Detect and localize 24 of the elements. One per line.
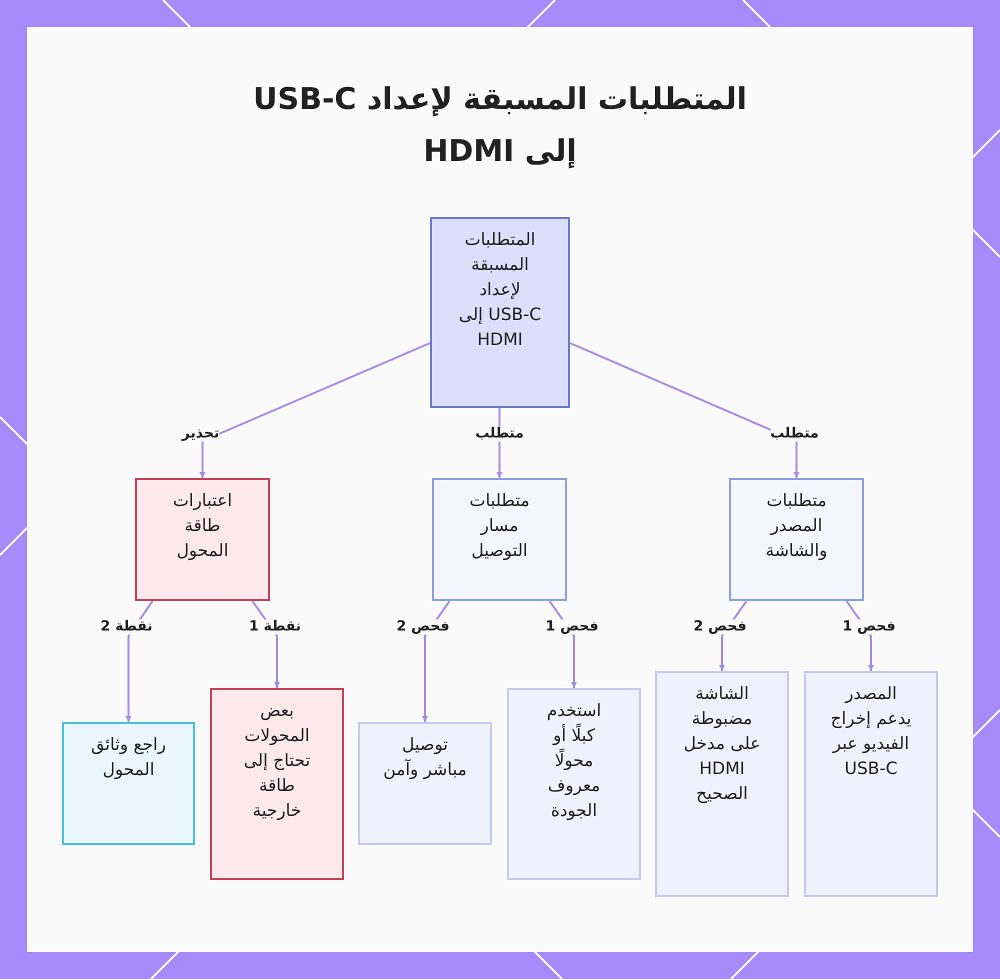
edge-label: فحص 2: [396, 620, 450, 634]
detail-box: توصيل مباشر وآمن: [358, 722, 492, 845]
connector-arrow: [126, 600, 154, 722]
note-box: راجع وثائق المحول: [62, 722, 195, 845]
edge-label: متطلب: [475, 426, 524, 442]
edge-label: فحص 2: [694, 620, 746, 634]
title: المتطلبات المسبقة لإعداد USB-C إلى HDMI: [252, 81, 748, 171]
connector-arrow: [422, 600, 450, 722]
connector-arrow: [200, 342, 430, 478]
connector-arrow: [570, 342, 800, 478]
edge-label: متطلب: [770, 426, 819, 442]
edge-label: فحص 1: [842, 620, 896, 634]
edge-label: تحذير: [182, 426, 220, 442]
detail-box: استخدم كبلًا أو محولًا معروف الجودة: [507, 688, 641, 880]
detail-box: المصدر يدعم إخراج الفيديو عبر USB-C: [804, 671, 938, 897]
edge-label: نقطة 2: [100, 620, 153, 634]
category-box: متطلبات مسار التوصيل: [432, 478, 567, 601]
detail-box: الشاشة مضبوطة على مدخل HDMI الصحيح: [655, 671, 789, 897]
warning-box: اعتبارات طاقة المحول: [135, 478, 270, 601]
category-box: متطلبات المصدر والشاشة: [729, 478, 864, 601]
edge-label: نقطة 1: [248, 620, 302, 634]
edge-label: فحص 1: [546, 620, 598, 634]
warning-box: بعض المحولات تحتاج إلى طاقة خارجية: [210, 688, 344, 880]
topic-box: المتطلبات المسبقة لإعداد USB-C إلى HDMI: [430, 217, 570, 408]
